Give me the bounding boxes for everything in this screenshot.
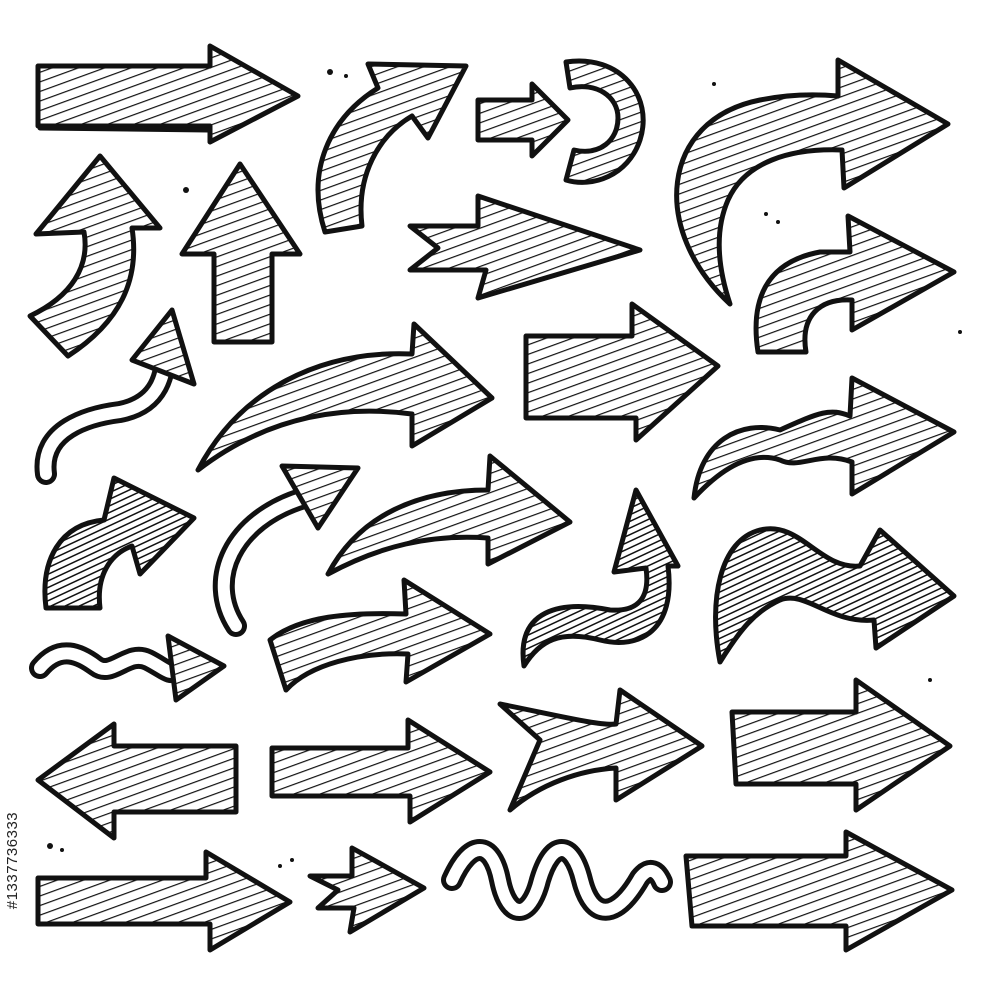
thin-curved-arrow-icon	[212, 463, 361, 637]
wave-arrow-right-icon	[29, 633, 227, 703]
bent-arrow-up-right-icon	[42, 475, 197, 611]
stock-id-label: #1337736333	[4, 760, 22, 960]
notched-arrow-right-icon	[407, 193, 643, 301]
arc-arrow-right-icon	[325, 453, 573, 577]
zigzag-arrow-right-icon	[497, 687, 705, 813]
straight-arrow-up-icon	[179, 161, 303, 345]
stock-id-text: #1337736333	[4, 811, 22, 909]
hook-arrow-up-icon	[520, 487, 681, 669]
short-arrow-right-icon	[475, 81, 571, 159]
u-turn-arrow-icon	[563, 58, 646, 185]
large-curved-arrow-right-icon	[674, 57, 951, 307]
wide-arrow-right-icon	[683, 829, 955, 953]
bent-arrow-up-icon	[27, 153, 163, 359]
long-arrow-right-icon	[35, 849, 293, 953]
banner-arrow-right-icon	[729, 677, 953, 813]
squiggle-arrow-up-icon	[34, 307, 197, 485]
block-arrow-right-icon	[523, 301, 721, 443]
swoosh-arrow-right-icon	[195, 321, 495, 473]
wave-arrow-right-icon	[713, 526, 957, 665]
wavy-arrow-right-icon	[691, 375, 957, 501]
small-arrow-right-icon	[307, 845, 427, 935]
ink-specks	[47, 69, 962, 868]
bent-arrow-up-right-icon	[753, 213, 957, 355]
arc-arrow-right-icon	[267, 577, 493, 693]
arrow-left-icon	[35, 721, 239, 841]
straight-arrow-right-icon	[35, 43, 301, 145]
wave-line-icon	[441, 839, 673, 921]
curved-arrow-up-right-icon	[315, 61, 469, 235]
arrow-right-icon	[269, 717, 493, 825]
